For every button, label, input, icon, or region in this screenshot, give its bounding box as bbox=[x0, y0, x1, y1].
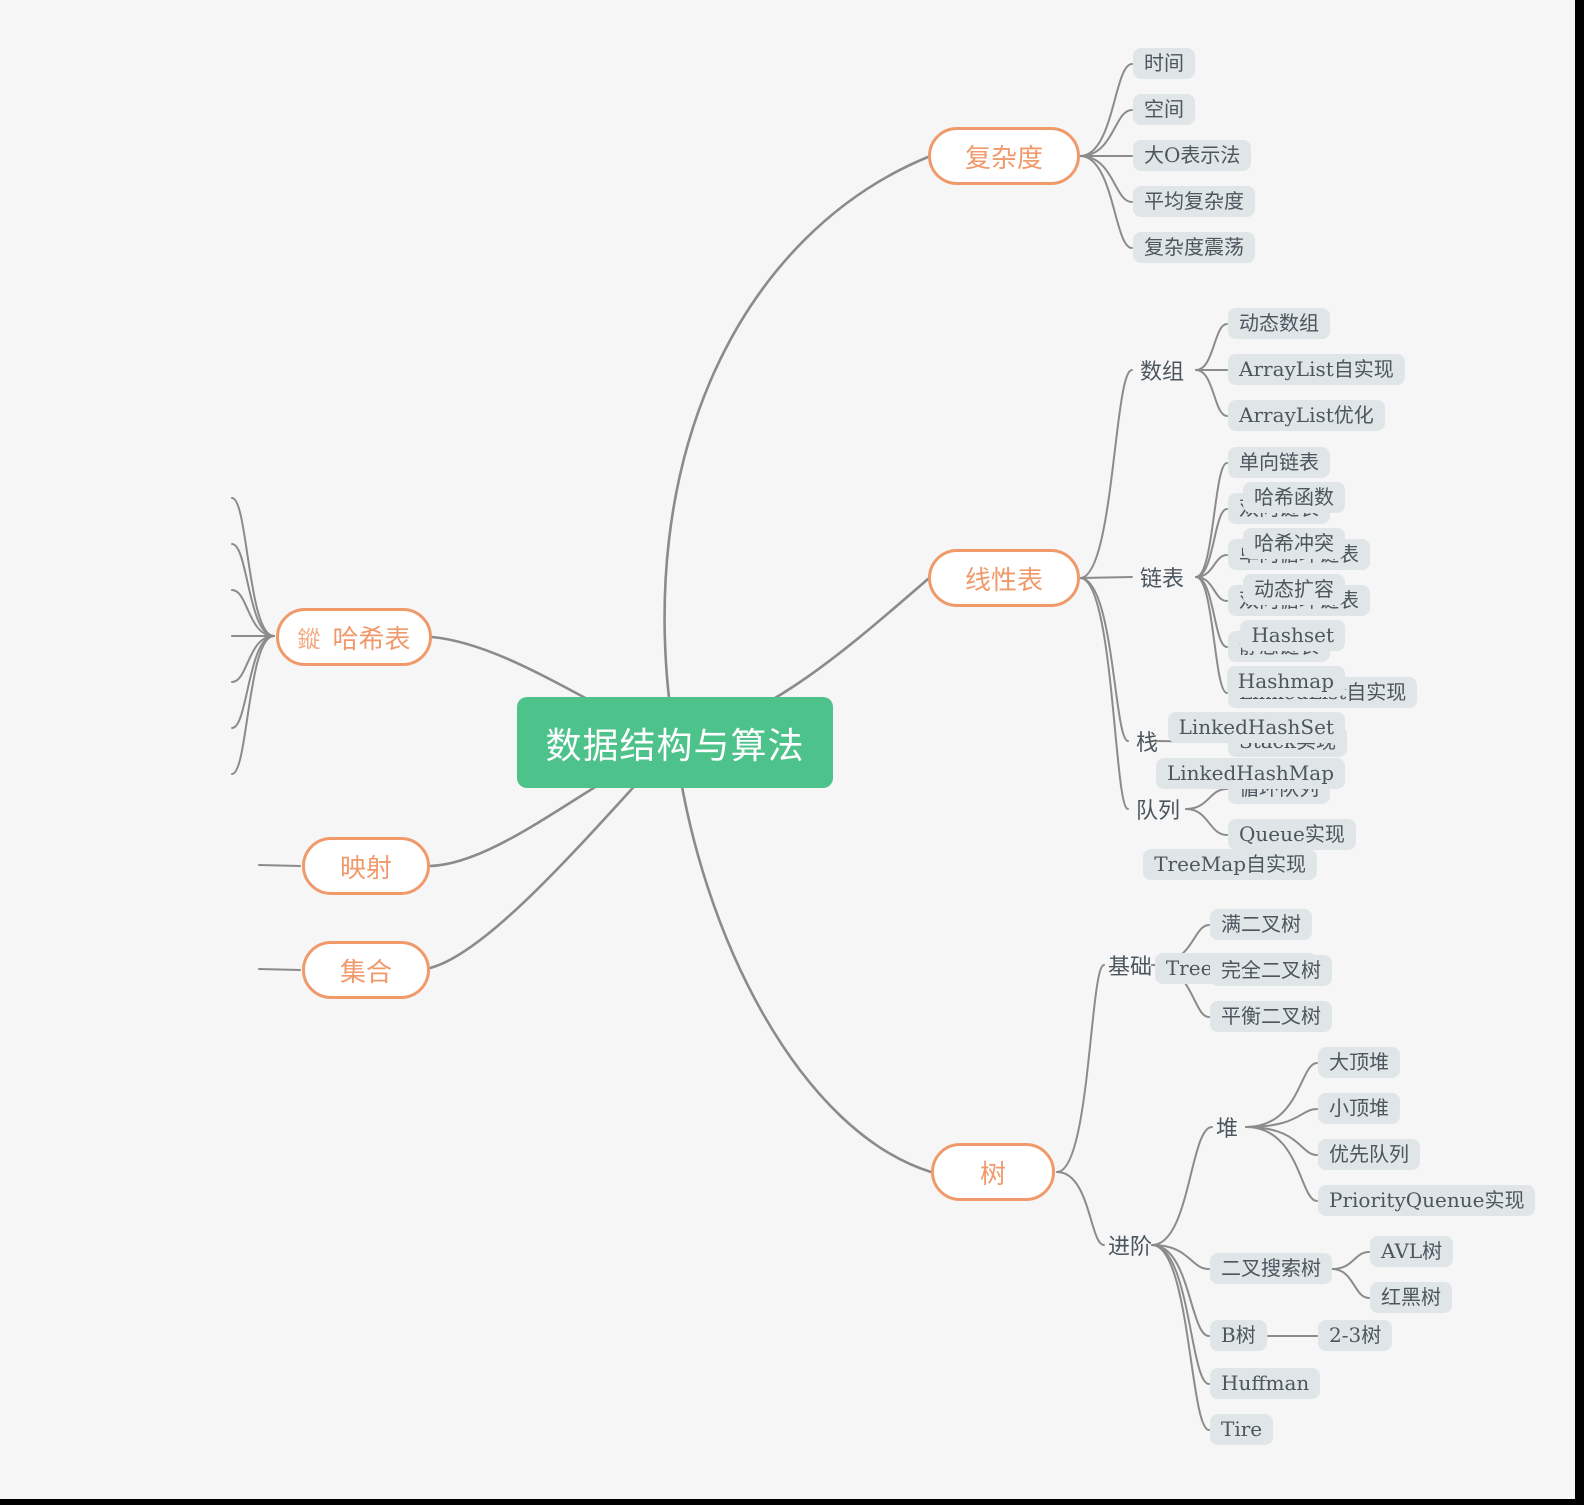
node-queue[interactable]: 队列 bbox=[1136, 799, 1181, 824]
node-linked-list[interactable]: 链表 bbox=[1140, 567, 1185, 592]
connectors-complexity bbox=[1079, 63, 1133, 249]
node-arraylist-self[interactable]: ArrayList自实现 bbox=[1228, 354, 1405, 385]
node-big-o-notation[interactable]: 大O表示法 bbox=[1133, 140, 1252, 171]
node-basics[interactable]: 基础 bbox=[1108, 955, 1153, 980]
node-linkedhashset[interactable]: LinkedHashSet bbox=[1167, 712, 1345, 743]
node-heap[interactable]: 堆 bbox=[1216, 1117, 1239, 1142]
node-root[interactable]: 数据结构与算法 bbox=[517, 697, 833, 788]
node-balanced-binary-tree[interactable]: 平衡二叉树 bbox=[1210, 1001, 1332, 1032]
node-complexity[interactable]: 复杂度 bbox=[928, 127, 1080, 185]
node-complexity-oscillation[interactable]: 复杂度震荡 bbox=[1133, 232, 1255, 263]
node-priorityqueue-impl[interactable]: PriorityQuenue实现 bbox=[1318, 1185, 1536, 1216]
node-max-heap[interactable]: 大顶堆 bbox=[1318, 1047, 1400, 1078]
node-avl-tree[interactable]: AVL树 bbox=[1370, 1236, 1454, 1267]
node-dynamic-resize[interactable]: 动态扩容 bbox=[1243, 574, 1345, 605]
node-huffman[interactable]: Huffman bbox=[1210, 1368, 1321, 1399]
node-2-3-tree[interactable]: 2-3树 bbox=[1318, 1320, 1393, 1351]
node-priority-queue[interactable]: 优先队列 bbox=[1318, 1139, 1420, 1170]
node-space[interactable]: 空间 bbox=[1133, 94, 1195, 125]
node-tire[interactable]: Tire bbox=[1210, 1414, 1274, 1445]
node-time[interactable]: 时间 bbox=[1133, 48, 1195, 79]
node-set[interactable]: 集合 bbox=[302, 941, 430, 999]
node-array[interactable]: 数组 bbox=[1140, 360, 1185, 385]
hash-table-label: 哈希表 bbox=[332, 623, 411, 654]
node-mapping[interactable]: 映射 bbox=[302, 837, 430, 895]
node-arraylist-optimized[interactable]: ArrayList优化 bbox=[1228, 400, 1385, 431]
node-linear-list[interactable]: 线性表 bbox=[928, 549, 1080, 607]
node-linkedhashmap[interactable]: LinkedHashMap bbox=[1155, 758, 1345, 789]
hash-icon: 鏦 bbox=[297, 627, 321, 653]
node-hashmap[interactable]: Hashmap bbox=[1226, 666, 1345, 697]
node-tree[interactable]: 树 bbox=[931, 1143, 1055, 1201]
node-hashset[interactable]: Hashset bbox=[1240, 620, 1345, 651]
node-full-binary-tree[interactable]: 满二叉树 bbox=[1210, 909, 1312, 940]
node-stack[interactable]: 栈 bbox=[1136, 731, 1159, 756]
node-dynamic-array[interactable]: 动态数组 bbox=[1228, 308, 1330, 339]
node-red-black-tree[interactable]: 红黑树 bbox=[1370, 1282, 1452, 1313]
node-b-tree[interactable]: B树 bbox=[1210, 1320, 1267, 1351]
node-complete-binary-tree[interactable]: 完全二叉树 bbox=[1210, 955, 1332, 986]
node-average-complexity[interactable]: 平均复杂度 bbox=[1133, 186, 1255, 217]
node-hash-function[interactable]: 哈希函数 bbox=[1243, 482, 1345, 513]
node-treemap-self[interactable]: TreeMap自实现 bbox=[1143, 849, 1317, 880]
node-queue-impl[interactable]: Queue实现 bbox=[1228, 819, 1356, 850]
node-advanced[interactable]: 进阶 bbox=[1108, 1235, 1153, 1260]
node-hash-table[interactable]: 鏦 哈希表 bbox=[276, 608, 432, 666]
node-singly-linked-list[interactable]: 单向链表 bbox=[1228, 447, 1330, 478]
node-hash-collision[interactable]: 哈希冲突 bbox=[1243, 528, 1345, 559]
node-binary-search-tree[interactable]: 二叉搜索树 bbox=[1210, 1253, 1332, 1284]
connectors-hash bbox=[231, 497, 275, 775]
connectors-main bbox=[428, 155, 933, 1174]
connectors-mapping-set bbox=[258, 864, 301, 971]
node-min-heap[interactable]: 小顶堆 bbox=[1318, 1093, 1400, 1124]
